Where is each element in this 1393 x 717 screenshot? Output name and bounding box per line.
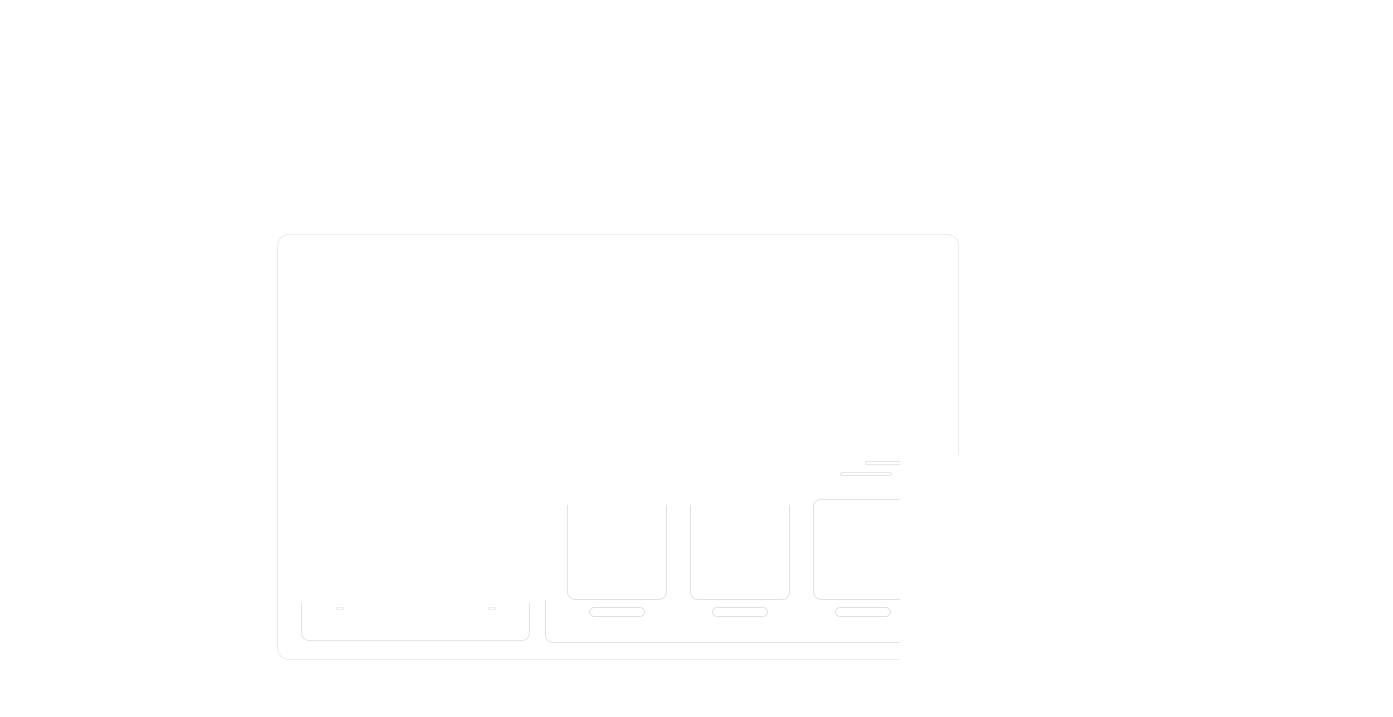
tile-1-label	[589, 607, 645, 617]
tile-2[interactable]	[690, 505, 790, 600]
header-stripe-top	[865, 461, 901, 465]
tile-3-label	[835, 607, 891, 617]
tile-1[interactable]	[567, 505, 667, 600]
summary-dot-left	[336, 607, 344, 610]
tile-2-label	[712, 607, 768, 617]
summary-dot-right	[488, 607, 496, 610]
header-stripe-bottom	[840, 472, 892, 476]
summary-panel	[301, 603, 530, 641]
clip-mask	[900, 455, 970, 665]
tile-3[interactable]	[813, 499, 913, 600]
